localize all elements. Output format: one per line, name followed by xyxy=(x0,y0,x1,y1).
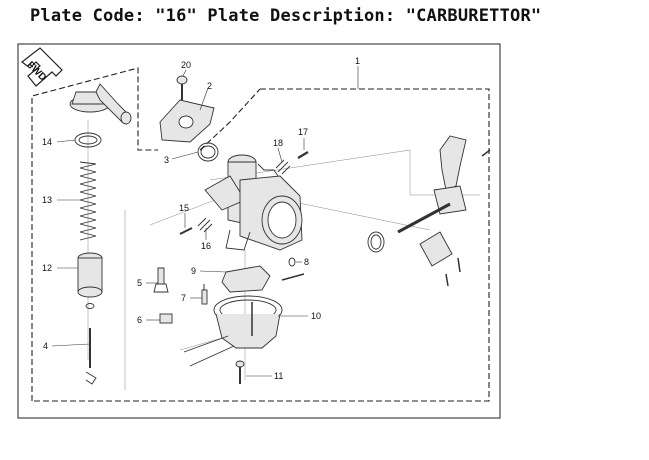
callout-17: 17 xyxy=(298,127,308,137)
plate-description: "CARBURETTOR" xyxy=(405,6,542,26)
callout-3: 3 xyxy=(164,155,169,165)
choke-assembly-part xyxy=(367,135,491,287)
callout-1: 1 xyxy=(355,56,360,66)
callout-7: 7 xyxy=(181,293,186,303)
callout-6: 6 xyxy=(137,315,142,325)
carburettor-body-part xyxy=(204,154,303,251)
float-bowl-part xyxy=(183,295,283,367)
callout-9: 9 xyxy=(191,266,196,276)
callout-10: 10 xyxy=(311,311,321,321)
callout-12: 12 xyxy=(42,263,52,273)
plate-code-label: Plate Code: xyxy=(30,6,145,26)
callout-8: 8 xyxy=(304,257,309,267)
diagram-frame xyxy=(17,43,501,419)
callout-18: 18 xyxy=(273,138,283,148)
plate-header: Plate Code: "16" Plate Description: "CAR… xyxy=(30,6,541,26)
carb-top-cap-part xyxy=(69,83,132,148)
callout-4: 4 xyxy=(43,341,48,351)
callout-5: 5 xyxy=(137,278,142,288)
callout-20: 20 xyxy=(181,60,191,70)
leader-lines xyxy=(51,66,359,377)
assembly-boundary-right xyxy=(32,88,490,402)
callout-14: 14 xyxy=(42,137,52,147)
callout-2: 2 xyxy=(207,81,212,91)
insulator-part xyxy=(159,75,219,162)
drain-screw-part xyxy=(235,360,245,384)
callout-11: 11 xyxy=(274,371,283,381)
callout-13: 13 xyxy=(42,195,52,205)
assembly-boundary-left xyxy=(31,67,158,401)
jets-part xyxy=(153,257,296,324)
callout-15: 15 xyxy=(179,203,189,213)
jet-needle-part xyxy=(85,328,97,385)
throttle-slide-part xyxy=(77,252,103,309)
fwd-arrow-icon: FWD xyxy=(21,47,63,87)
idle-screws-part xyxy=(179,151,309,235)
plate-description-label: Plate Description: xyxy=(207,6,396,26)
callout-numbers: 1 2 3 4 5 6 7 8 9 10 11 12 13 14 15 16 1… xyxy=(42,56,360,381)
float-part xyxy=(221,265,305,293)
assembly-boundary-link xyxy=(199,88,261,151)
callout-16: 16 xyxy=(201,241,211,251)
plate-code: "16" xyxy=(155,6,197,26)
